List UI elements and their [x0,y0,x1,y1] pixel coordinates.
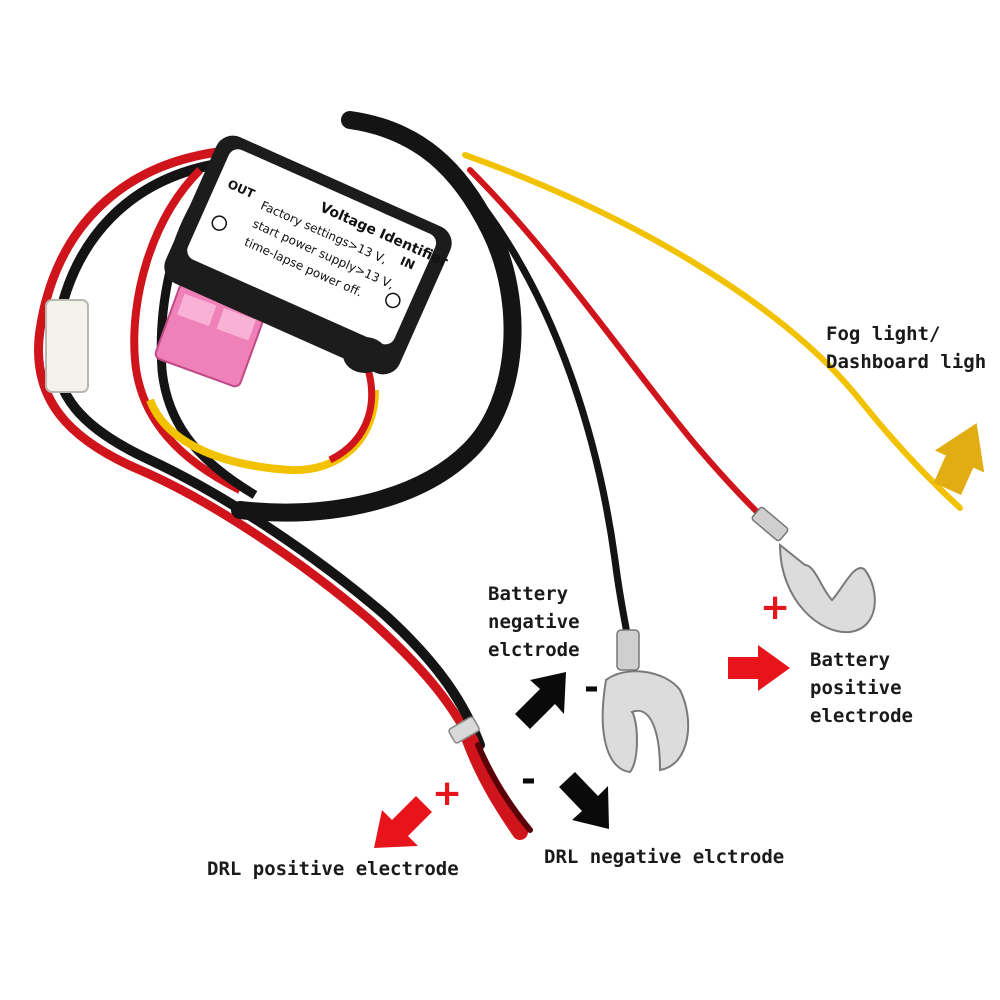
drl-positive-plus-sign: + [432,773,463,814]
battery-negative-wire [466,186,632,644]
drl-negative-minus-sign: - [521,759,536,800]
battery-positive-label: Battery positive electrode [810,646,913,730]
drl-positive-wire [462,732,528,840]
black-sheath-loop [231,111,522,522]
inner-red-wire [130,167,242,494]
battery-positive-plus-sign: + [760,587,791,628]
drl-positive-label: DRL positive electrode [207,858,459,880]
fog-light-label-line-1: Fog light/ [826,323,941,345]
battery-positive-label-line-1: Battery [810,649,891,671]
module-in-label: IN [398,254,417,273]
battery-negative-label-line-1: Battery [488,583,569,605]
cable-grommet [343,337,387,373]
ground-symbol-icon-in [385,292,401,309]
wire-ferrule [448,716,480,744]
battery-negative-label-line-3: elctrode [488,639,580,661]
fog-light-label: Fog light/ Dashboard ligh [826,320,986,376]
drl-positive-arrow-icon [374,796,432,848]
drl-negative-arrow-icon [559,772,609,829]
battery-negative-arrow-icon [515,672,566,729]
fog-light-arrow-icon [933,423,985,495]
module-red-lead [328,358,375,464]
negative-fork-terminal [601,670,690,774]
loop-black-wire [49,157,485,750]
fog-light-wire [462,152,963,511]
loop-red-wire [34,145,475,745]
battery-negative-label-line-2: negative [488,611,580,633]
battery-negative-label: Battery negative elctrode [488,580,580,664]
ground-symbol-icon [211,215,228,231]
negative-crimp [616,629,640,671]
battery-positive-wire [467,167,773,528]
wire-connector [45,299,89,393]
fog-light-label-line-2: Dashboard ligh [826,351,987,373]
positive-fork-terminal [778,542,876,634]
battery-positive-arrow-icon [728,645,790,691]
battery-negative-minus-sign: - [584,667,599,708]
battery-positive-label-line-2: positive [810,677,902,699]
battery-positive-label-line-3: electrode [810,705,913,727]
drl-negative-label: DRL negative elctrode [544,846,785,868]
drl-negative-wire [475,742,533,833]
positive-crimp [751,506,789,542]
